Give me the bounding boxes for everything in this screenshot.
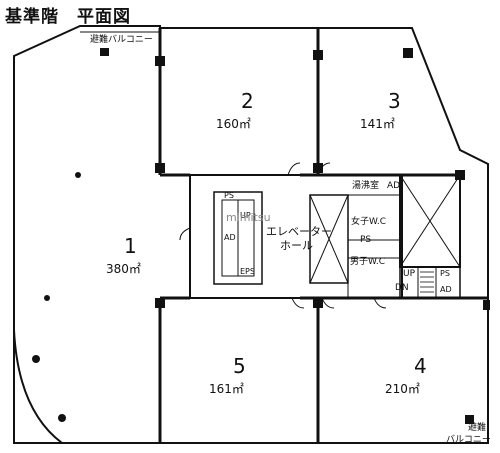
stair-hatch [420, 271, 434, 293]
stair-ps-label: PS [440, 269, 450, 278]
stair-up-label: UP [403, 269, 416, 279]
core-ps-label: PS [224, 191, 234, 200]
round-markers [32, 172, 81, 422]
unit-2-number: 2 [241, 89, 254, 113]
womens-wc-label: 女子W.C [351, 217, 387, 227]
elevator-hall-label-1: エレベーター [266, 225, 332, 238]
unit-3-area: 141㎡ [360, 117, 395, 131]
kitchen-label: 湯沸室 [352, 181, 380, 191]
balcony-label-top: 避難バルコニー [90, 35, 153, 45]
core-eps-label: EPS [240, 267, 255, 276]
columns [100, 48, 490, 424]
unit-3-number: 3 [388, 89, 401, 113]
ps-label: PS [360, 235, 372, 245]
core-up-label: UP [240, 211, 251, 220]
curved-wall [13, 329, 63, 444]
elevator-hall-label-2: ホール [280, 239, 313, 252]
balcony-label-bottom-1: 避難 [468, 423, 487, 433]
unit-2-area: 160㎡ [216, 117, 251, 131]
page-title: 基準階 平面図 [5, 7, 131, 27]
unit-4-area: 210㎡ [385, 382, 420, 396]
unit-4-number: 4 [414, 354, 427, 378]
door-swings [179, 162, 387, 309]
core-area [189, 174, 461, 299]
unit-5-number: 5 [233, 354, 246, 378]
unit-1-area: 380㎡ [106, 262, 141, 276]
unit-5-area: 161㎡ [209, 382, 244, 396]
unit-1-number: 1 [124, 234, 137, 258]
stair-ad-label: AD [440, 285, 452, 294]
watermark: mimitsu [226, 211, 271, 224]
stair-dn-label: DN [395, 283, 409, 293]
balcony-label-bottom-2: バルコニー [446, 435, 491, 445]
mens-wc-label: 男子W.C [350, 257, 386, 267]
core-ad-label: AD [224, 233, 236, 242]
kitchen-ad-label: AD [387, 181, 401, 191]
